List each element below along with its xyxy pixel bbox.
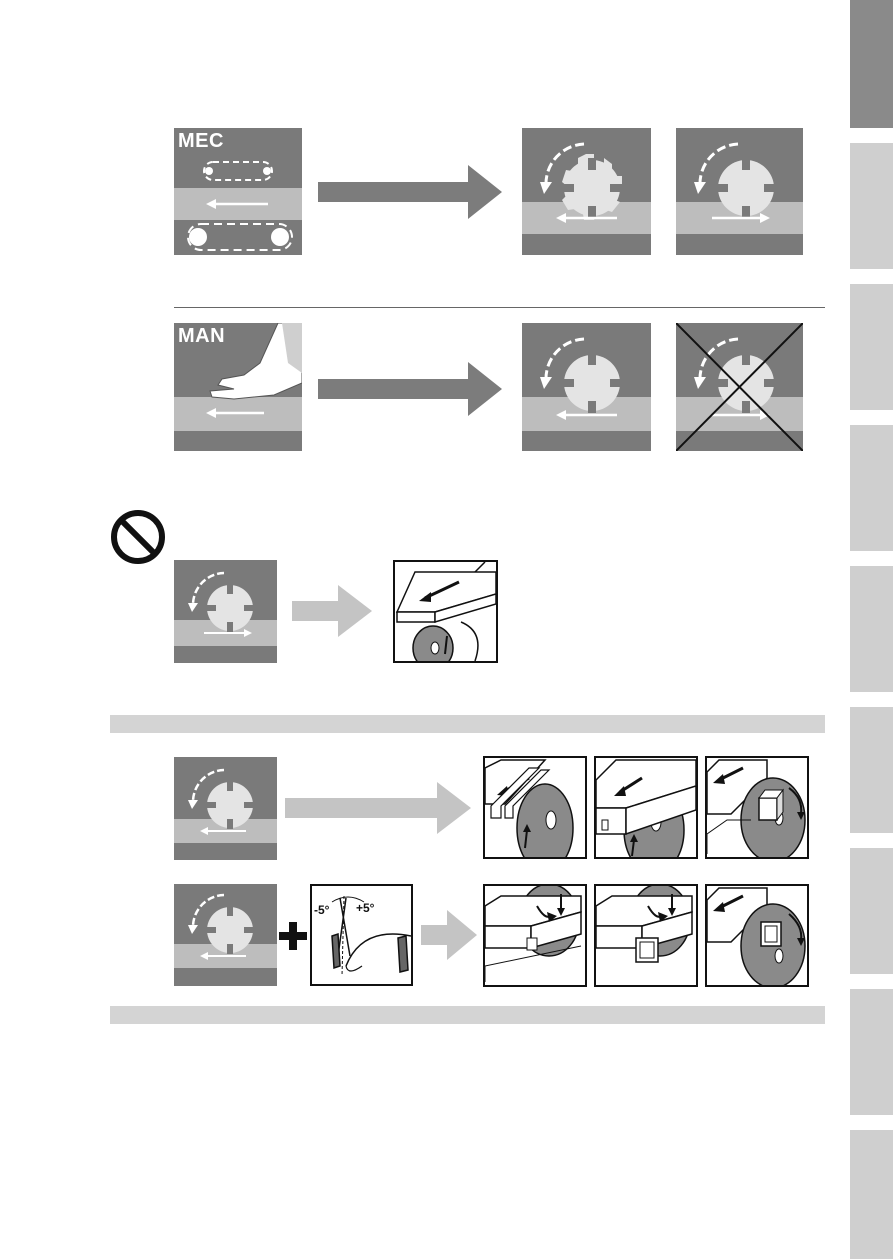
blade-panel-man-feed-right-crossed (676, 323, 803, 451)
blade-panel-man-feed-left (522, 323, 651, 451)
arrow-icon (421, 910, 477, 960)
cut-illustration-bevel-3 (705, 884, 809, 987)
section-footer-bar (110, 1006, 825, 1024)
cut-illustration-block (705, 756, 809, 859)
kickback-illustration (393, 560, 498, 663)
blade-panel-cut-row (174, 757, 277, 860)
arrow-icon (292, 585, 372, 637)
blade-panel-prohibited (174, 560, 277, 663)
section-divider (174, 307, 825, 308)
plus-icon (279, 922, 307, 950)
blade-panel-angle-row (174, 884, 277, 986)
cut-illustration-rebate (594, 756, 698, 859)
angle-plus-label: +5° (356, 901, 375, 915)
cut-illustration-bevel-1 (483, 884, 587, 987)
chapter-tab-4[interactable] (850, 425, 893, 551)
section-header-bar (110, 715, 825, 733)
mec-label: MEC (178, 130, 224, 153)
chapter-tab-5[interactable] (850, 566, 893, 692)
arrow-icon (285, 782, 471, 834)
chapter-tab-1[interactable] (850, 0, 893, 128)
chapter-tab-8[interactable] (850, 989, 893, 1115)
cut-illustration-bevel-2 (594, 884, 698, 987)
prohibited-icon (108, 507, 168, 567)
arrow-icon (318, 165, 502, 219)
blade-panel-feed-right (676, 128, 803, 255)
chapter-tab-3[interactable] (850, 284, 893, 410)
man-label: MAN (178, 325, 225, 348)
chapter-tab-6[interactable] (850, 707, 893, 833)
blade-tilt-angle-illustration: -5° +5° (310, 884, 413, 986)
arrow-icon (318, 362, 502, 416)
cut-illustration-grooving (483, 756, 587, 859)
chapter-tab-2[interactable] (850, 143, 893, 269)
blade-panel-feed-left (522, 128, 651, 255)
mec-panel: MEC (174, 128, 302, 255)
chapter-tab-9[interactable] (850, 1130, 893, 1259)
man-panel: MAN (174, 323, 302, 451)
angle-minus-label: -5° (314, 903, 330, 917)
chapter-tab-7[interactable] (850, 848, 893, 974)
